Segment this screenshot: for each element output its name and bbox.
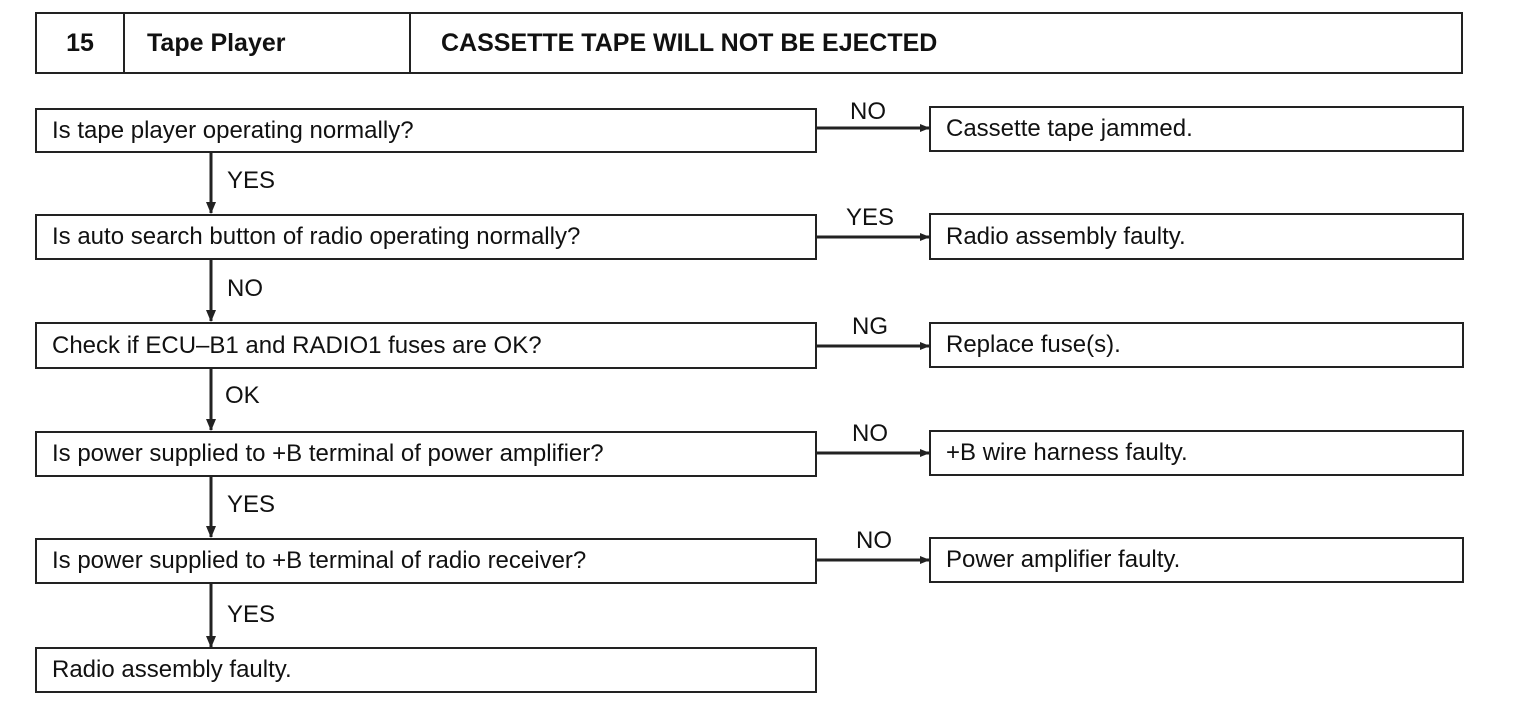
down-label-2: NO	[227, 275, 263, 302]
header-system: Tape Player	[123, 14, 409, 72]
branch-label-3: NG	[852, 313, 888, 340]
question-box-4: Is power supplied to +B terminal of powe…	[35, 431, 817, 477]
result-box-4: +B wire harness faulty.	[929, 430, 1464, 476]
down-label-4: YES	[227, 491, 276, 518]
question-box-3: Check if ECU–B1 and RADIO1 fuses are OK?	[35, 322, 817, 369]
header-bar: 15 Tape Player CASSETTE TAPE WILL NOT BE…	[35, 12, 1463, 74]
header-title: CASSETTE TAPE WILL NOT BE EJECTED	[409, 14, 1461, 72]
question-box-2: Is auto search button of radio operating…	[35, 214, 817, 260]
header-number: 15	[66, 28, 94, 57]
question-box-5: Is power supplied to +B terminal of radi…	[35, 538, 817, 584]
branch-label-1: NO	[850, 98, 886, 125]
down-label-3: OK	[225, 382, 260, 409]
branch-label-5: NO	[856, 527, 892, 554]
result-box-3: Replace fuse(s).	[929, 322, 1464, 368]
branch-label-2: YES	[846, 204, 895, 231]
result-box-2: Radio assembly faulty.	[929, 213, 1464, 260]
result-box-5: Power amplifier faulty.	[929, 537, 1464, 583]
down-label-1: YES	[227, 167, 276, 194]
question-box-1: Is tape player operating normally?	[35, 108, 817, 153]
final-result-box: Radio assembly faulty.	[35, 647, 817, 693]
branch-label-4: NO	[852, 420, 888, 447]
down-label-5: YES	[227, 601, 276, 628]
result-box-1: Cassette tape jammed.	[929, 106, 1464, 152]
